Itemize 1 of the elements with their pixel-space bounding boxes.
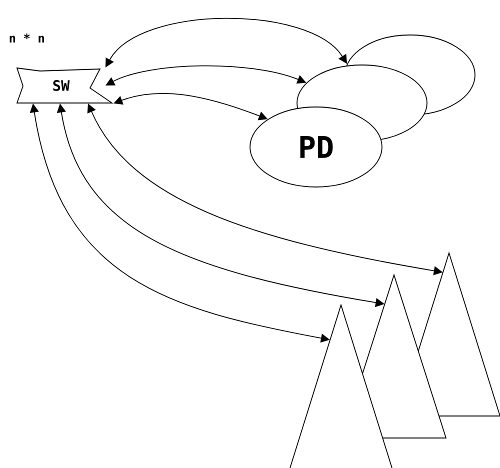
label: n * n	[10, 34, 44, 42]
